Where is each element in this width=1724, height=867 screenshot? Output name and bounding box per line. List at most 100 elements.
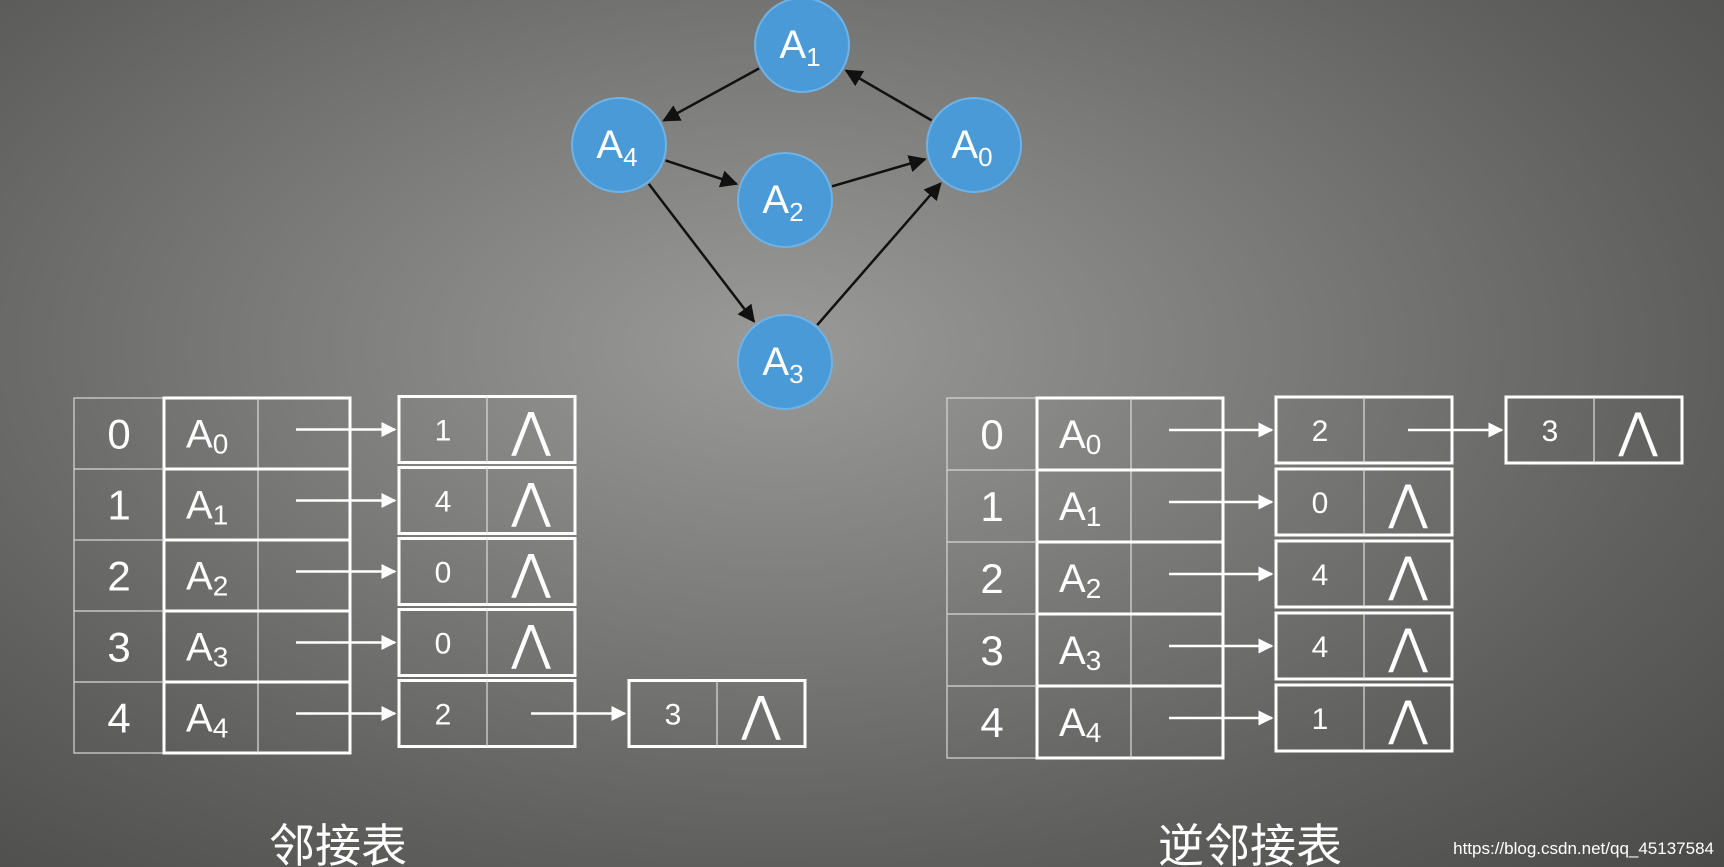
- null-pointer-symbol: ⋀: [510, 547, 551, 600]
- node-label-subscript: 1: [806, 42, 820, 72]
- list-node: 0⋀: [1274, 467, 1454, 537]
- edge-a3-to-a0: [816, 182, 942, 326]
- edge-a2-to-a0: [831, 155, 927, 188]
- vertex-name: A2: [1059, 557, 1101, 604]
- vertex-name: A3: [1059, 629, 1101, 676]
- vertex-name-base: A: [1059, 485, 1086, 529]
- vertex-name: A2: [186, 555, 228, 602]
- adjvex-value: 0: [1312, 487, 1329, 520]
- null-pointer-symbol: ⋀: [1387, 549, 1428, 602]
- vertex-name: A4: [1059, 701, 1101, 748]
- node-circle: [754, 0, 850, 93]
- vertex-name-subscript: 3: [213, 642, 229, 673]
- vertex-name: A0: [1059, 413, 1101, 460]
- adjvex-value: 0: [435, 557, 452, 590]
- row-index: 4: [980, 699, 1003, 746]
- adjvex-value: 3: [1542, 415, 1559, 448]
- node-circle: [737, 314, 833, 410]
- vertex-name: A1: [186, 484, 228, 531]
- node-label-base: A: [762, 340, 789, 384]
- graph-node-a4: A4: [571, 97, 667, 193]
- vertex-name-subscript: 1: [213, 500, 229, 531]
- node-label: A3: [762, 340, 803, 389]
- adjvex-value: 0: [435, 628, 452, 661]
- null-pointer-symbol: ⋀: [1387, 477, 1428, 530]
- vertex-name: A3: [186, 626, 228, 673]
- edge-a1-to-a4: [662, 67, 760, 122]
- vertex-name-subscript: 4: [213, 713, 229, 744]
- adjvex-value: 1: [435, 415, 452, 448]
- row-index: 0: [980, 411, 1003, 458]
- vertex-name-base: A: [186, 697, 213, 741]
- graph-node-a1: A1: [754, 0, 850, 93]
- adjvex-value: 4: [1312, 631, 1329, 664]
- adjvex-value: 4: [1312, 559, 1329, 592]
- row-index: 2: [980, 555, 1003, 602]
- edge-a0-to-a1: [844, 69, 933, 122]
- vertex-name-base: A: [1059, 629, 1086, 673]
- row-index: 4: [107, 695, 130, 742]
- vertex-name-subscript: 0: [213, 429, 229, 460]
- node-label: A2: [762, 178, 803, 227]
- vertex-name: A0: [186, 413, 228, 460]
- edge-a4-to-a2: [665, 159, 739, 188]
- null-pointer-symbol: ⋀: [1387, 621, 1428, 674]
- adjvex-value: 2: [435, 699, 452, 732]
- null-pointer-symbol: ⋀: [1617, 405, 1658, 458]
- vertex-name-base: A: [186, 626, 213, 670]
- null-pointer-symbol: ⋀: [740, 689, 781, 742]
- node-circle: [737, 152, 833, 248]
- null-pointer-symbol: ⋀: [1387, 693, 1428, 746]
- row-index: 2: [107, 553, 130, 600]
- adjvex-value: 1: [1312, 703, 1329, 736]
- node-label-base: A: [762, 178, 789, 222]
- vertex-name-subscript: 3: [1086, 645, 1102, 676]
- vertex-name-base: A: [186, 484, 213, 528]
- vertex-name-base: A: [1059, 557, 1086, 601]
- list-node: 4⋀: [1274, 611, 1454, 681]
- edge-a4-to-a3: [647, 183, 756, 323]
- list-node: 4⋀: [1274, 539, 1454, 609]
- graph-node-a2: A2: [737, 152, 833, 248]
- node-label-base: A: [779, 23, 806, 67]
- graph-node-a0: A0: [926, 97, 1022, 193]
- adjvex-value: 4: [435, 486, 452, 519]
- vertex-name-subscript: 0: [1086, 429, 1102, 460]
- list-node: 0⋀: [397, 608, 577, 677]
- watermark-url: https://blog.csdn.net/qq_45137584: [1453, 839, 1714, 858]
- graph-edges: [647, 67, 942, 326]
- vertex-name-base: A: [186, 555, 213, 599]
- row-index: 1: [107, 482, 130, 529]
- adjvex-value: 3: [665, 699, 682, 732]
- row-index: 1: [980, 483, 1003, 530]
- null-pointer-symbol: ⋀: [510, 618, 551, 671]
- node-label-subscript: 2: [789, 197, 803, 227]
- list-node: 1⋀: [1274, 683, 1454, 753]
- vertex-name-subscript: 1: [1086, 501, 1102, 532]
- inverse-adjacency-list-caption: 逆邻接表: [1158, 819, 1342, 867]
- row-index: 0: [107, 411, 130, 458]
- vertex-table: [1035, 396, 1225, 760]
- vertex-name-base: A: [1059, 701, 1086, 745]
- node-label-base: A: [596, 123, 623, 167]
- vertex-name-subscript: 2: [1086, 573, 1102, 604]
- list-node: 3⋀: [627, 679, 807, 748]
- adjacency-list-caption: 邻接表: [269, 819, 407, 867]
- list-node: 0⋀: [397, 537, 577, 606]
- node-label: A4: [596, 123, 637, 172]
- vertex-name-subscript: 4: [1086, 717, 1102, 748]
- list-node: 4⋀: [397, 466, 577, 535]
- graph-node-a3: A3: [737, 314, 833, 410]
